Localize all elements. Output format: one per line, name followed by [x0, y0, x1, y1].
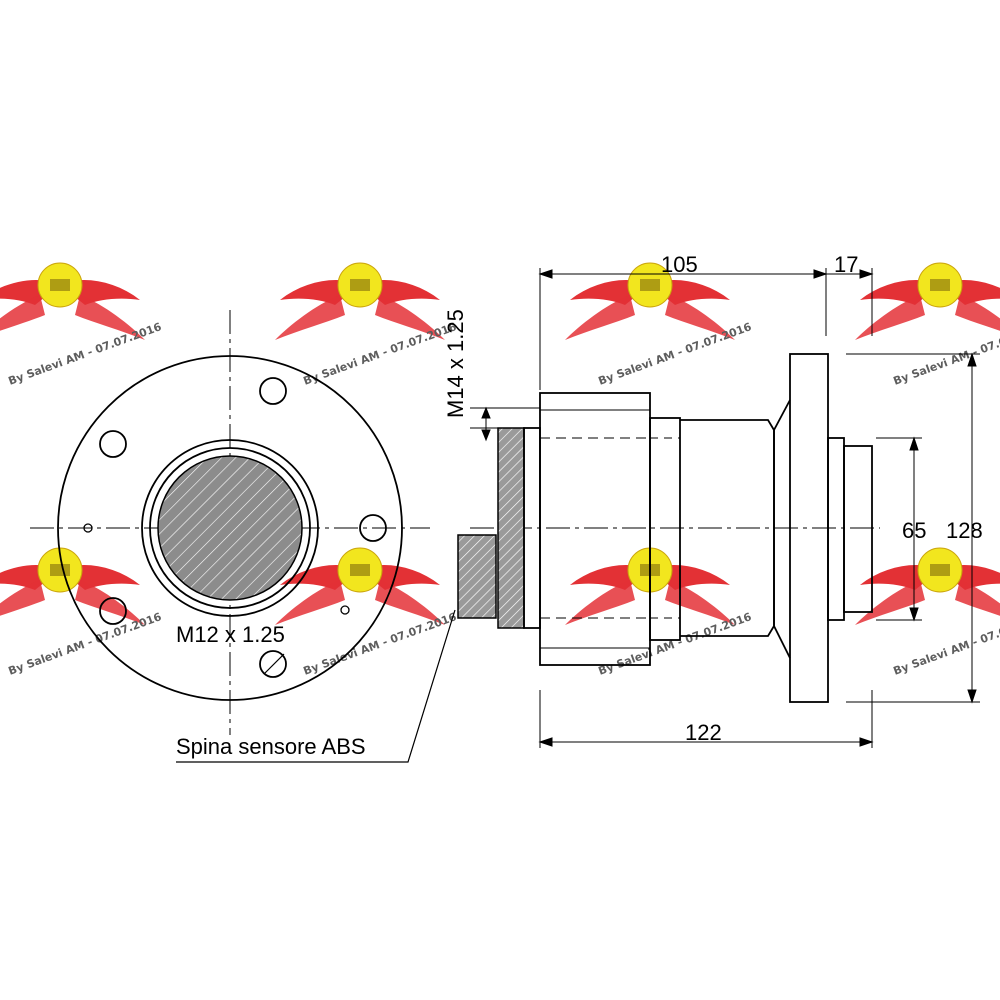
bolt-hole [99, 597, 127, 625]
bearing-step [649, 417, 681, 641]
arrowhead [481, 429, 491, 442]
arrowhead [859, 737, 874, 747]
abs-sensor-callout [176, 609, 456, 763]
flange-taper-top [773, 399, 791, 431]
abs-leader-line [176, 609, 456, 763]
bolt-hole-thread-mark [263, 653, 285, 675]
dim-label-105: 105 [661, 252, 698, 277]
bearing-outer-body [539, 392, 651, 666]
arrowhead [481, 406, 491, 419]
watermark-logo [0, 547, 146, 626]
arrowhead [909, 607, 919, 622]
watermark-logo [564, 262, 736, 341]
watermark-logo [274, 262, 446, 341]
arrowhead [967, 689, 977, 704]
arrowhead [813, 269, 828, 279]
bolt-hole [359, 514, 387, 542]
watermark-caption: By Salevi AM - 07.07.2016 [7, 320, 164, 388]
arrowhead [538, 269, 553, 279]
watermark-logo [0, 262, 146, 341]
hub-core-section [157, 455, 303, 601]
pilot-outer-ring [141, 439, 319, 617]
pilot-spigot [827, 437, 845, 621]
arrowhead [967, 352, 977, 367]
stud-thread-label: M12 x 1.25 [176, 622, 285, 647]
watermark-logo [854, 262, 1000, 341]
front-view [30, 310, 430, 735]
bolt-hole [259, 650, 287, 678]
bolt-hole [259, 377, 287, 405]
pin-hole [340, 605, 350, 615]
dim-label-65: 65 [902, 518, 926, 543]
watermark-logo [274, 547, 446, 626]
dim-label-122: 122 [685, 720, 722, 745]
dim-label-128: 128 [946, 518, 983, 543]
abs-tone-ring [497, 427, 525, 629]
dimension-lines [470, 268, 980, 748]
abs-sensor-label: Spina sensore ABS [176, 734, 366, 759]
pilot-spigot-end [843, 445, 873, 613]
arrowhead [538, 737, 553, 747]
pilot-inner-ring [149, 447, 311, 609]
abs-sensor-pin [457, 534, 497, 619]
arrowhead [909, 436, 919, 451]
watermark-logo [854, 547, 1000, 626]
watermark-caption: By Salevi AM - 07.07.2016 [302, 320, 459, 388]
watermark-caption: By Salevi AM - 07.07.2016 [597, 320, 754, 388]
watermark-caption: By Salevi AM - 07.07.2016 [597, 610, 754, 678]
watermark-caption: By Salevi AM - 07.07.2016 [302, 610, 459, 678]
axle-thread-label: M14 x 1.25 [443, 309, 468, 418]
arrowhead [859, 269, 874, 279]
flange-taper-bottom [773, 625, 791, 659]
dim-label-17: 17 [834, 252, 858, 277]
bolt-hole [99, 430, 127, 458]
side-view [457, 353, 880, 703]
pin-hole [83, 523, 93, 533]
hub-flange-outline [57, 355, 403, 701]
